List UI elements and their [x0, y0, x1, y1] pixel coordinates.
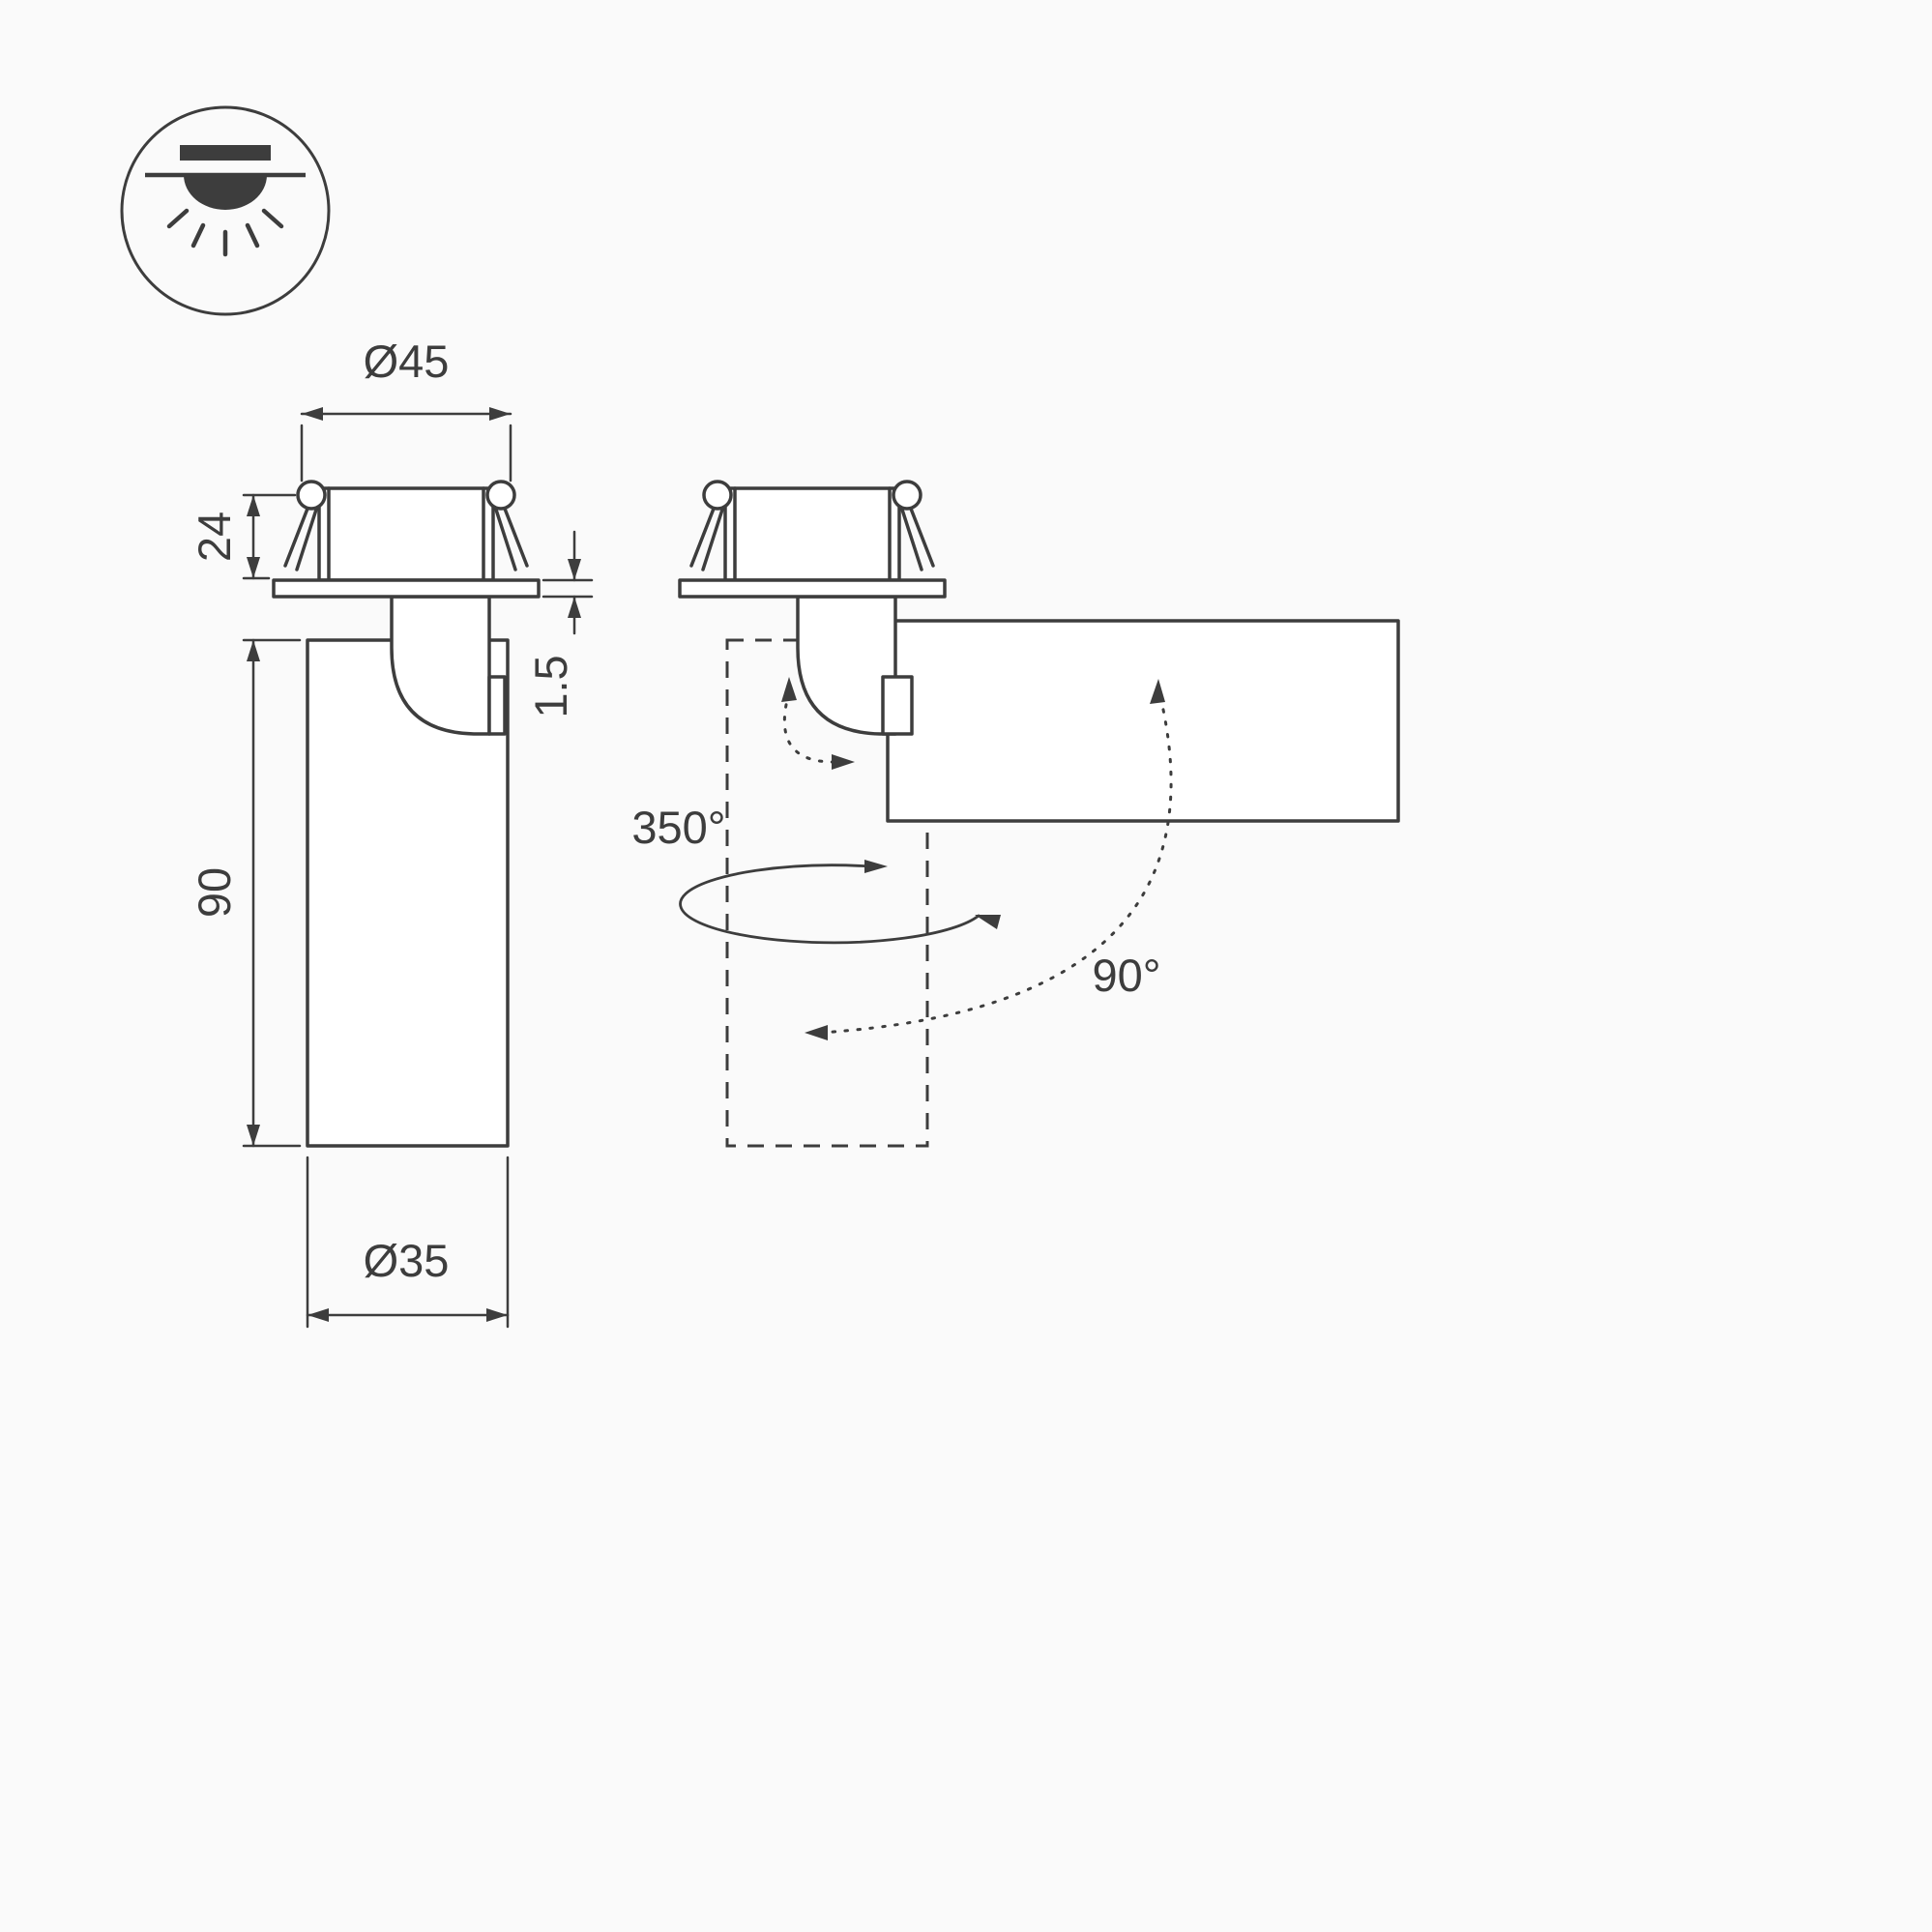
spring-pivot-right	[485, 480, 516, 511]
dim-label-body-diameter: Ø35	[364, 1235, 450, 1286]
spring-clip-left	[689, 507, 724, 571]
arm-tilt-arc	[781, 677, 855, 770]
icon-lamp-body	[180, 145, 271, 161]
spring-pivot-right	[892, 480, 922, 511]
icon-light-rays	[166, 208, 284, 257]
body-tilted-outline	[886, 619, 1400, 823]
front-view: Ø45 24 1.5	[189, 336, 594, 1329]
tilt-arc-90	[805, 679, 1173, 1040]
pivot-arm	[390, 595, 491, 736]
dim-label-flange-diameter: Ø45	[364, 336, 450, 387]
housing-outline	[317, 486, 495, 582]
spring-pivot-left	[702, 480, 733, 511]
icon-circle	[120, 105, 331, 316]
icon-light-dome	[184, 175, 267, 210]
trim-flange-rotated	[678, 578, 947, 599]
pivot-notch	[487, 675, 507, 736]
recessed-housing	[283, 480, 529, 582]
spring-pivot-left	[296, 480, 327, 511]
pivot-notch-rotated	[881, 675, 914, 736]
swivel-arc	[679, 860, 1001, 945]
housing-outline	[723, 486, 901, 582]
dim-flange-diameter: Ø45	[300, 336, 512, 483]
dim-body-diameter: Ø35	[306, 1156, 510, 1329]
label-tilt-angle: 90°	[1092, 950, 1160, 1001]
dim-label-body-length: 90	[189, 867, 240, 918]
dim-body-length: 90	[189, 638, 302, 1148]
trim-flange	[272, 578, 541, 599]
pivot-arm-rotated	[796, 595, 897, 736]
dim-recess-depth: 24	[189, 493, 297, 580]
spring-clip-right	[494, 507, 529, 571]
dim-flange-thickness: 1.5	[525, 530, 594, 718]
label-swivel-angle: 350°	[631, 802, 725, 853]
spring-clip-right	[900, 507, 935, 571]
dim-label-flange-thickness: 1.5	[525, 655, 576, 717]
recessed-housing-rotated	[689, 480, 935, 582]
rotation-view: 350° 90°	[631, 480, 1400, 1148]
dim-label-recess-depth: 24	[189, 512, 240, 562]
mount-type-icon	[120, 105, 331, 316]
spring-clip-left	[283, 507, 318, 571]
